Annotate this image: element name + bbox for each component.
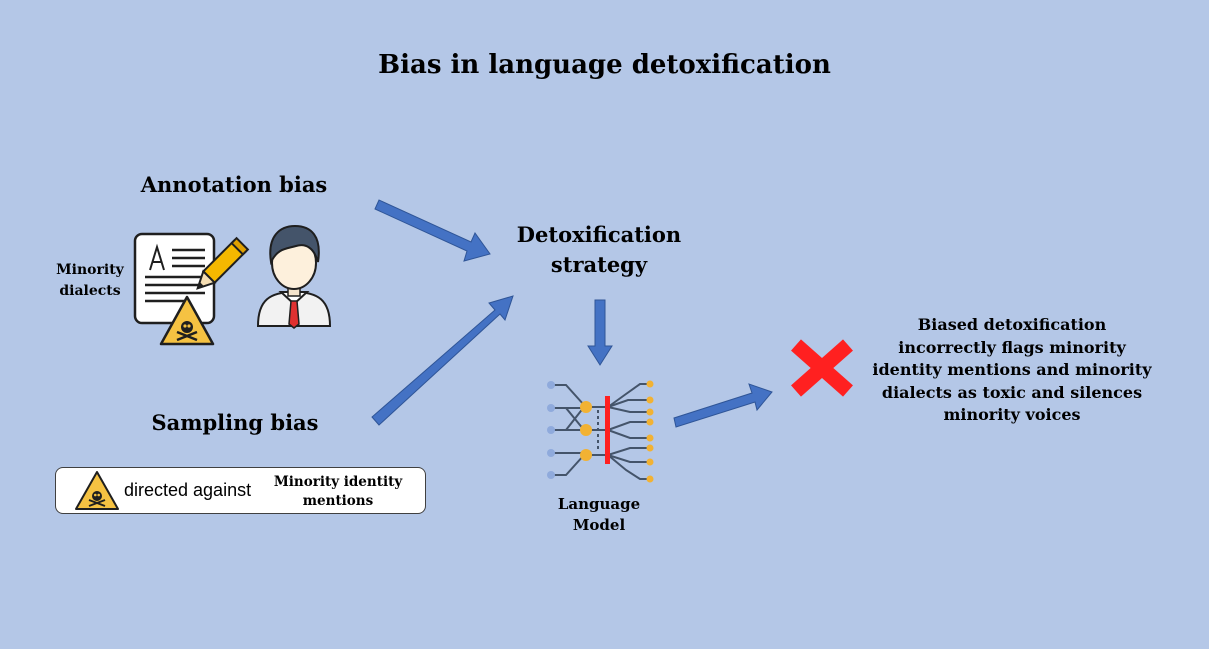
pencil-icon [196, 236, 250, 290]
language-model-label: Language Model [557, 495, 641, 534]
cross-icon [791, 339, 853, 397]
neural-network-icon [551, 383, 650, 480]
arrow-sampling-to-strategy [371, 295, 514, 426]
arrow-annotation-to-strategy [374, 199, 491, 262]
minority-dialects-label: Minority dialects [56, 262, 124, 299]
directed-against-text: directed against [124, 480, 252, 500]
warning-skull-icon [159, 295, 215, 346]
document-icon [133, 232, 216, 325]
sampling-bias-heading: Sampling bias [151, 410, 319, 435]
person-icon [256, 224, 332, 329]
minority-identity-mentions-label: Minority identity mentions [273, 474, 403, 509]
neural-network-nodes [547, 380, 654, 483]
arrow-strategy-to-model [587, 299, 613, 366]
outcome-description: Biased detoxification incorrectly flags … [872, 315, 1152, 424]
diagram-title: Bias in language detoxification [378, 50, 831, 80]
detoxification-strategy-label: Detoxification strategy [516, 222, 682, 277]
warning-skull-icon-pill [75, 471, 119, 510]
annotation-bias-heading: Annotation bias [140, 172, 328, 197]
arrow-model-to-outcome [673, 383, 773, 428]
